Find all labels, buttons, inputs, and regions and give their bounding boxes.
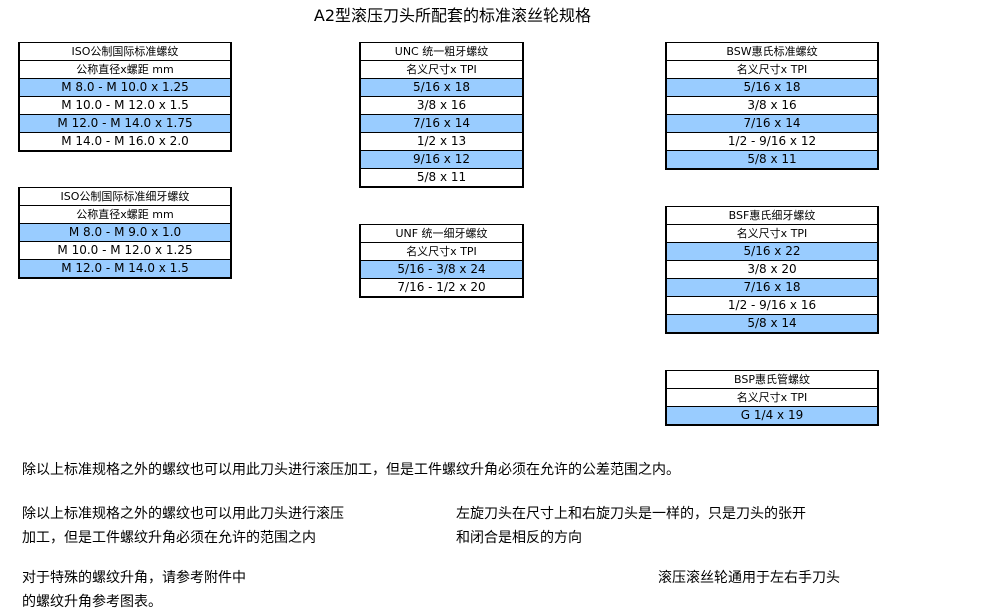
note-block-3-line-b: 和闭合是相反的方向 — [456, 530, 582, 546]
table-row: M 12.0 - M 14.0 x 1.5 — [20, 260, 230, 277]
table-bsf: BSF惠氏细牙螺纹 名义尺寸x TPI 5/16 x 22 3/8 x 20 7… — [665, 206, 879, 334]
note-block-3-line-a: 左旋刀头在尺寸上和右旋刀头是一样的，只是刀头的张开 — [456, 506, 806, 522]
table-row: M 12.0 - M 14.0 x 1.75 — [20, 115, 230, 133]
table-row: M 8.0 - M 10.0 x 1.25 — [20, 79, 230, 97]
table-subheader: 名义尺寸x TPI — [667, 225, 877, 243]
note-block-4-line-b: 的螺纹升角参考图表。 — [22, 594, 162, 610]
table-header: UNF 统一细牙螺纹 — [361, 225, 522, 243]
table-iso-coarse: ISO公制国际标准螺纹 公称直径x螺距 mm M 8.0 - M 10.0 x … — [18, 42, 232, 152]
note-line-1: 除以上标准规格之外的螺纹也可以用此刀头进行滚压加工，但是工件螺纹升角必须在允许的… — [22, 462, 680, 478]
table-bsp: BSP惠氏管螺纹 名义尺寸x TPI G 1/4 x 19 — [665, 370, 879, 426]
table-row: 7/16 x 14 — [361, 115, 522, 133]
table-row: 5/16 x 22 — [667, 243, 877, 261]
table-unf: UNF 统一细牙螺纹 名义尺寸x TPI 5/16 - 3/8 x 24 7/1… — [359, 224, 524, 298]
table-row: 5/16 - 3/8 x 24 — [361, 261, 522, 279]
table-header: BSW惠氏标准螺纹 — [667, 43, 877, 61]
table-row: 1/2 - 9/16 x 12 — [667, 133, 877, 151]
table-row: G 1/4 x 19 — [667, 407, 877, 424]
table-row: 5/8 x 14 — [667, 315, 877, 332]
note-block-5: 滚压滚丝轮通用于左右手刀头 — [658, 570, 840, 586]
table-row: M 10.0 - M 12.0 x 1.25 — [20, 242, 230, 260]
note-block-4-line-a: 对于特殊的螺纹升角，请参考附件中 — [22, 570, 246, 586]
table-row: 1/2 - 9/16 x 16 — [667, 297, 877, 315]
table-row: M 8.0 - M 9.0 x 1.0 — [20, 224, 230, 242]
table-header: UNC 统一粗牙螺纹 — [361, 43, 522, 61]
table-subheader: 名义尺寸x TPI — [361, 243, 522, 261]
table-header: ISO公制国际标准螺纹 — [20, 43, 230, 61]
table-subheader: 名义尺寸x TPI — [667, 389, 877, 407]
table-row: 3/8 x 16 — [361, 97, 522, 115]
note-block-2-line-a: 除以上标准规格之外的螺纹也可以用此刀头进行滚压 — [22, 506, 344, 522]
table-subheader: 名义尺寸x TPI — [667, 61, 877, 79]
table-row: 7/16 - 1/2 x 20 — [397, 280, 486, 294]
table-iso-fine: ISO公制国际标准细牙螺纹 公称直径x螺距 mm M 8.0 - M 9.0 x… — [18, 187, 232, 279]
table-row: 3/8 x 20 — [667, 261, 877, 279]
table-row: M 10.0 - M 12.0 x 1.5 — [20, 97, 230, 115]
note-block-4: 对于特殊的螺纹升角，请参考附件中 的螺纹升角参考图表。 — [22, 566, 246, 614]
note-block-2: 除以上标准规格之外的螺纹也可以用此刀头进行滚压 加工，但是工件螺纹升角必须在允许… — [22, 502, 344, 550]
note-block-3: 左旋刀头在尺寸上和右旋刀头是一样的，只是刀头的张开 和闭合是相反的方向 — [456, 502, 806, 550]
table-row: 7/16 x 18 — [667, 279, 877, 297]
table-unc: UNC 统一粗牙螺纹 名义尺寸x TPI 5/16 x 18 3/8 x 16 … — [359, 42, 524, 188]
page-title: A2型滚压刀头所配套的标准滚丝轮规格 — [313, 6, 592, 25]
table-subheader: 名义尺寸x TPI — [361, 61, 522, 79]
table-row: 1/2 x 13 — [361, 133, 522, 151]
table-subheader: 公称直径x螺距 mm — [20, 61, 230, 79]
table-row: 3/8 x 16 — [667, 97, 877, 115]
table-header: BSP惠氏管螺纹 — [667, 371, 877, 389]
table-subheader: 公称直径x螺距 mm — [20, 206, 230, 224]
table-row: 5/16 x 18 — [361, 79, 522, 97]
table-bsw: BSW惠氏标准螺纹 名义尺寸x TPI 5/16 x 18 3/8 x 16 7… — [665, 42, 879, 170]
note-block-2-line-b: 加工，但是工件螺纹升角必须在允许的范围之内 — [22, 530, 316, 546]
table-row: 5/16 x 18 — [667, 79, 877, 97]
table-row: 9/16 x 12 — [361, 151, 522, 169]
table-header: BSF惠氏细牙螺纹 — [667, 207, 877, 225]
table-row: 5/8 x 11 — [667, 151, 877, 168]
table-header: ISO公制国际标准细牙螺纹 — [20, 188, 230, 206]
table-row: 5/8 x 11 — [416, 170, 467, 184]
table-row: 7/16 x 14 — [667, 115, 877, 133]
table-row: M 14.0 - M 16.0 x 2.0 — [61, 134, 189, 148]
